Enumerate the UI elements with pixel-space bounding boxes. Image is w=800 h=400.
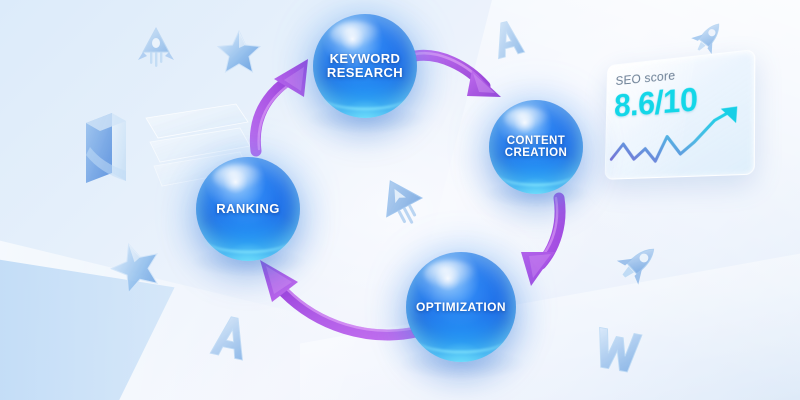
arrow-optimization-to-ranking (248, 256, 423, 346)
node-keyword-research[interactable]: KEYWORDRESEARCH (313, 14, 417, 118)
star-icon (108, 240, 164, 294)
seo-score-card: SEO score 8.6/10 (605, 49, 756, 180)
background-ray-lower-left (0, 255, 300, 400)
letter-a-icon (208, 312, 252, 362)
node-keyword-research-label: KEYWORDRESEARCH (321, 52, 409, 80)
seo-trend-chart (606, 104, 755, 179)
rocket-icon (607, 238, 663, 294)
node-optimization-label: OPTIMIZATION (410, 301, 512, 314)
star-icon (215, 28, 263, 76)
arrow-content-to-optimization (515, 190, 595, 305)
node-ranking-label: RANKING (210, 202, 285, 216)
node-ranking[interactable]: RANKING (196, 157, 300, 261)
letter-a-icon (489, 18, 525, 60)
node-content-creation-label: CONTENTCREATION (499, 135, 573, 160)
background-ray-left (0, 190, 360, 400)
node-content-creation[interactable]: CONTENTCREATION (489, 100, 583, 194)
rocket-icon (136, 26, 176, 74)
folder-icon (82, 95, 168, 187)
node-optimization[interactable]: OPTIMIZATION (406, 252, 516, 362)
paper-plane-icon (374, 176, 430, 230)
letter-w-icon (592, 325, 644, 375)
background-ray-bottom (300, 250, 800, 400)
